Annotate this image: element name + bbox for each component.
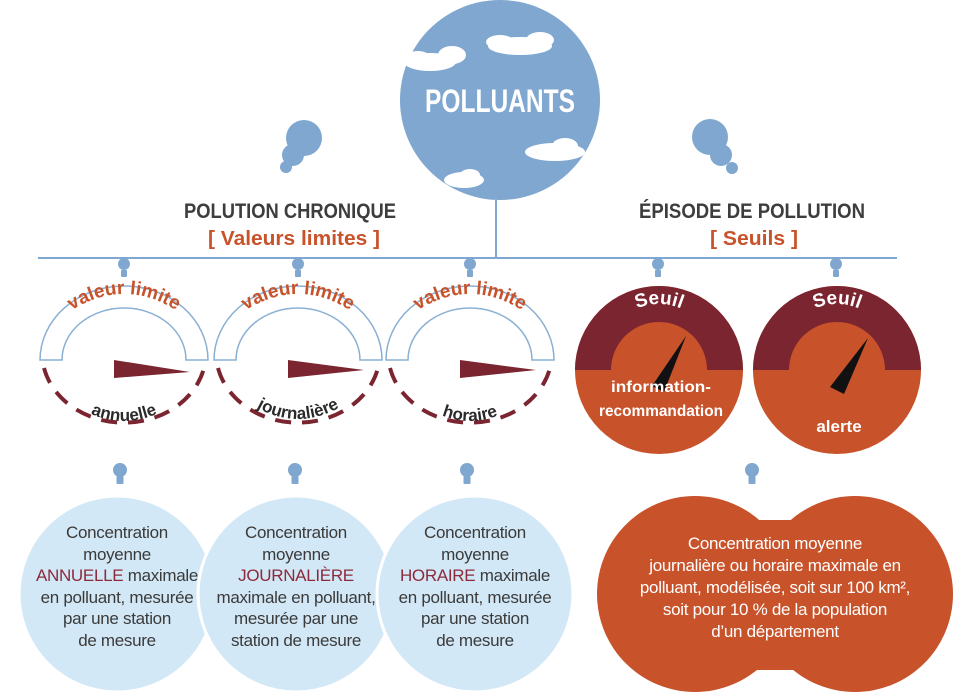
subheading-valeurs-limites: [ Valeurs limites ] <box>208 228 380 250</box>
bulb-icon <box>118 258 130 277</box>
svg-text:valeur limite: valeur limite <box>238 278 358 315</box>
desc-line-rest: maximale <box>123 566 199 585</box>
description-episode: Concentration moyenne journalière ou hor… <box>615 533 935 643</box>
episode-line: soit pour 10 % de la population <box>662 600 888 619</box>
bulb-icon <box>830 258 842 277</box>
gauge-top-label: valeur limite <box>64 278 184 315</box>
episode-line: polluant, modélisée, soit sur 100 km², <box>639 578 911 597</box>
threshold-bottom-label-1: alerte <box>816 417 861 436</box>
threshold-bottom-label-1: information- <box>611 379 711 396</box>
desc-line: en polluant, mesurée <box>398 587 552 607</box>
gauge-top-label: valeur limite <box>410 278 530 315</box>
gauge-horaire: valeur limite horaire <box>385 278 555 425</box>
desc-line: par une station <box>63 609 171 628</box>
bulb-icon <box>113 463 127 484</box>
bulb-icon <box>460 463 474 484</box>
episode-circles <box>597 496 953 692</box>
gauge-top-label: valeur limite <box>238 278 358 315</box>
gauge-bottom-label: annuelle <box>89 400 159 425</box>
svg-text:valeur limite: valeur limite <box>64 278 184 315</box>
period-emphasis: JOURNALIÈRE <box>238 566 354 585</box>
desc-line: HORAIRE maximale <box>380 565 570 587</box>
cloud-icon <box>525 138 585 161</box>
desc-line: en polluant, mesurée <box>40 587 194 607</box>
bulb-icon <box>652 258 664 277</box>
svg-text:horaire: horaire <box>441 401 500 425</box>
gauge-journaliere: valeur limite journalière <box>213 278 383 425</box>
bulb-icon <box>745 463 759 484</box>
episode-line: Concentration moyenne <box>687 534 863 553</box>
gauge-annuelle: valeur limite annuelle <box>39 278 209 425</box>
bulb-icon <box>288 463 302 484</box>
period-emphasis: ANNUELLE <box>35 566 124 585</box>
desc-line: par une station <box>421 609 529 628</box>
desc-line: Concentration <box>245 523 347 542</box>
svg-text:valeur limite: valeur limite <box>410 278 530 315</box>
bulb-icon <box>464 258 476 277</box>
description-journaliere: Concentration moyenne JOURNALIÈRE maxima… <box>201 522 391 651</box>
bulb-icon <box>292 258 304 277</box>
smoke-right-icon <box>692 119 738 174</box>
needle-icon <box>288 360 364 378</box>
description-circles <box>17 494 575 694</box>
cloud-icon <box>444 169 484 188</box>
desc-line: ANNUELLE maximale <box>22 565 212 587</box>
description-horaire: Concentration moyenne HORAIRE maximale e… <box>380 522 570 651</box>
heading-episode: ÉPISODE DE POLLUTION <box>639 200 865 223</box>
gauge-bottom-label: horaire <box>441 401 500 425</box>
episode-line: d’un département <box>711 622 839 641</box>
svg-text:journalière: journalière <box>254 394 341 423</box>
desc-line: JOURNALIÈRE <box>201 565 391 587</box>
svg-text:annuelle: annuelle <box>89 400 159 425</box>
desc-line: moyenne <box>83 544 151 564</box>
cloud-icon <box>486 32 554 55</box>
needle-icon <box>460 360 536 378</box>
episode-line: journalière ou horaire maximale en <box>649 556 901 575</box>
heading-chronique: POLUTION CHRONIQUE <box>184 200 396 223</box>
desc-line: moyenne <box>441 544 509 564</box>
smoke-left-icon <box>280 120 322 173</box>
desc-line: moyenne <box>262 544 330 564</box>
description-annuelle: Concentration moyenne ANNUELLE maximale … <box>22 522 212 651</box>
page-title: POLLUANTS <box>425 83 575 119</box>
desc-line: Concentration <box>66 523 168 542</box>
threshold-information: Seuil information- recommandation <box>575 286 743 454</box>
polluants-globe: POLLUANTS <box>400 0 600 200</box>
desc-line: maximale en polluant, <box>216 587 376 607</box>
threshold-bottom-label-2: recommandation <box>599 403 723 420</box>
desc-line: de mesure <box>436 630 514 650</box>
threshold-alerte: Seuil alerte <box>753 286 921 454</box>
connector-bulbs <box>118 258 842 277</box>
subheading-seuils: [ Seuils ] <box>710 228 798 250</box>
needle-icon <box>652 336 686 392</box>
needle-icon <box>830 338 868 394</box>
desc-line: de mesure <box>78 630 156 650</box>
desc-line: Concentration <box>424 523 526 542</box>
needle-icon <box>114 360 190 378</box>
cloud-icon <box>404 46 466 71</box>
gauge-bottom-label: journalière <box>254 394 341 423</box>
desc-line: station de mesure <box>230 630 362 650</box>
desc-line-rest: maximale <box>475 566 551 585</box>
desc-line: mesurée par une <box>233 609 359 628</box>
period-emphasis: HORAIRE <box>399 566 476 585</box>
lower-bulbs <box>113 463 759 484</box>
